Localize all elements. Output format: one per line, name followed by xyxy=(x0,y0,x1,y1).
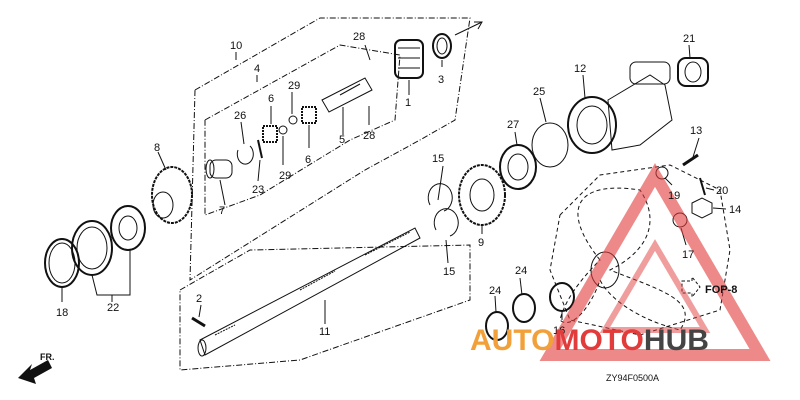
pin-2 xyxy=(191,316,206,328)
part-number-16: 16 xyxy=(553,325,565,337)
part-number-13: 13 xyxy=(690,125,702,137)
watermark-auto: AUTO xyxy=(470,324,554,357)
part-number-24: 24 xyxy=(489,285,501,297)
part-number-6: 6 xyxy=(268,93,274,105)
bearing-22 xyxy=(110,205,146,251)
part-number-10: 10 xyxy=(230,40,242,52)
watermark-moto: MOTO xyxy=(554,324,643,357)
part-number-20: 20 xyxy=(716,185,728,197)
assembly-outline-16 xyxy=(549,164,731,336)
propeller-shaft-11 xyxy=(199,227,421,356)
part-number-27: 27 xyxy=(507,119,519,131)
watermark-hub: HUB xyxy=(644,324,709,357)
part-number-21: 21 xyxy=(683,33,695,45)
snap-ring-15-a xyxy=(427,183,453,212)
part-number-12: 12 xyxy=(574,63,586,75)
oil-seal-24-a xyxy=(512,293,536,323)
part-number-24: 24 xyxy=(515,265,527,277)
part-number-2: 2 xyxy=(196,293,202,305)
part-number-28: 28 xyxy=(353,31,365,43)
snap-ring-18 xyxy=(44,238,80,288)
part-number-17: 17 xyxy=(682,249,694,261)
part-number-25: 25 xyxy=(533,86,545,98)
part-number-8: 8 xyxy=(154,142,160,154)
fop-label: FOP-8 xyxy=(705,284,737,296)
clutch-1 xyxy=(394,39,424,79)
part-number-29: 29 xyxy=(279,170,291,182)
watermark-triangle-icon xyxy=(539,163,771,361)
cotter-pin-20 xyxy=(699,177,706,196)
spring-6-a xyxy=(262,125,278,143)
front-direction-arrow-icon xyxy=(18,360,52,384)
gear-8 xyxy=(151,166,193,224)
part-number-5: 5 xyxy=(339,134,345,146)
arrow-icon xyxy=(454,21,483,36)
snap-ring-15-b xyxy=(433,208,459,237)
part-number-19: 19 xyxy=(668,190,680,202)
part-number-28: 28 xyxy=(363,130,375,142)
part-number-15: 15 xyxy=(432,153,444,165)
reference-code: ZY94F0500A xyxy=(606,373,659,383)
part-number-1: 1 xyxy=(405,97,411,109)
o-ring-25 xyxy=(531,122,569,168)
part-number-23: 23 xyxy=(252,184,264,196)
part-number-11: 11 xyxy=(319,326,330,338)
pin-23 xyxy=(257,139,263,159)
part-number-9: 9 xyxy=(478,237,484,249)
nut-14 xyxy=(691,197,713,219)
clip-26 xyxy=(236,145,254,165)
part-number-15: 15 xyxy=(443,266,455,278)
bolt-13 xyxy=(682,153,699,167)
oil-seal-24-b xyxy=(485,311,509,341)
watermark-text: AUTOMOTOHUB xyxy=(470,324,709,357)
propeller xyxy=(559,187,686,331)
sleeve-7 xyxy=(209,159,233,179)
bevel-gear-9 xyxy=(458,164,506,226)
ball-29-b xyxy=(288,115,298,125)
part-number-3: 3 xyxy=(438,74,444,86)
spring-6-b xyxy=(301,106,317,124)
assembly-outline-10 xyxy=(189,17,471,281)
bearing-21 xyxy=(677,57,709,87)
direction-label: FR. xyxy=(40,352,55,362)
part-number-26: 26 xyxy=(234,110,246,122)
part-number-6: 6 xyxy=(305,154,311,166)
part-number-7: 7 xyxy=(219,205,225,217)
bushing-3 xyxy=(432,33,452,59)
part-number-18: 18 xyxy=(56,307,68,319)
bearing-27 xyxy=(499,144,537,190)
part-number-4: 4 xyxy=(254,63,260,75)
ball-29-a xyxy=(278,125,288,135)
assembly-outline-4 xyxy=(204,44,401,216)
gear-case-cover-12 xyxy=(567,96,617,154)
bearing-race-22 xyxy=(71,220,113,276)
part-number-14: 14 xyxy=(729,204,741,216)
shifter-rod-5 xyxy=(321,77,373,113)
part-number-22: 22 xyxy=(107,302,119,314)
assembly-outline-11 xyxy=(179,244,471,371)
part-number-29: 29 xyxy=(288,80,300,92)
